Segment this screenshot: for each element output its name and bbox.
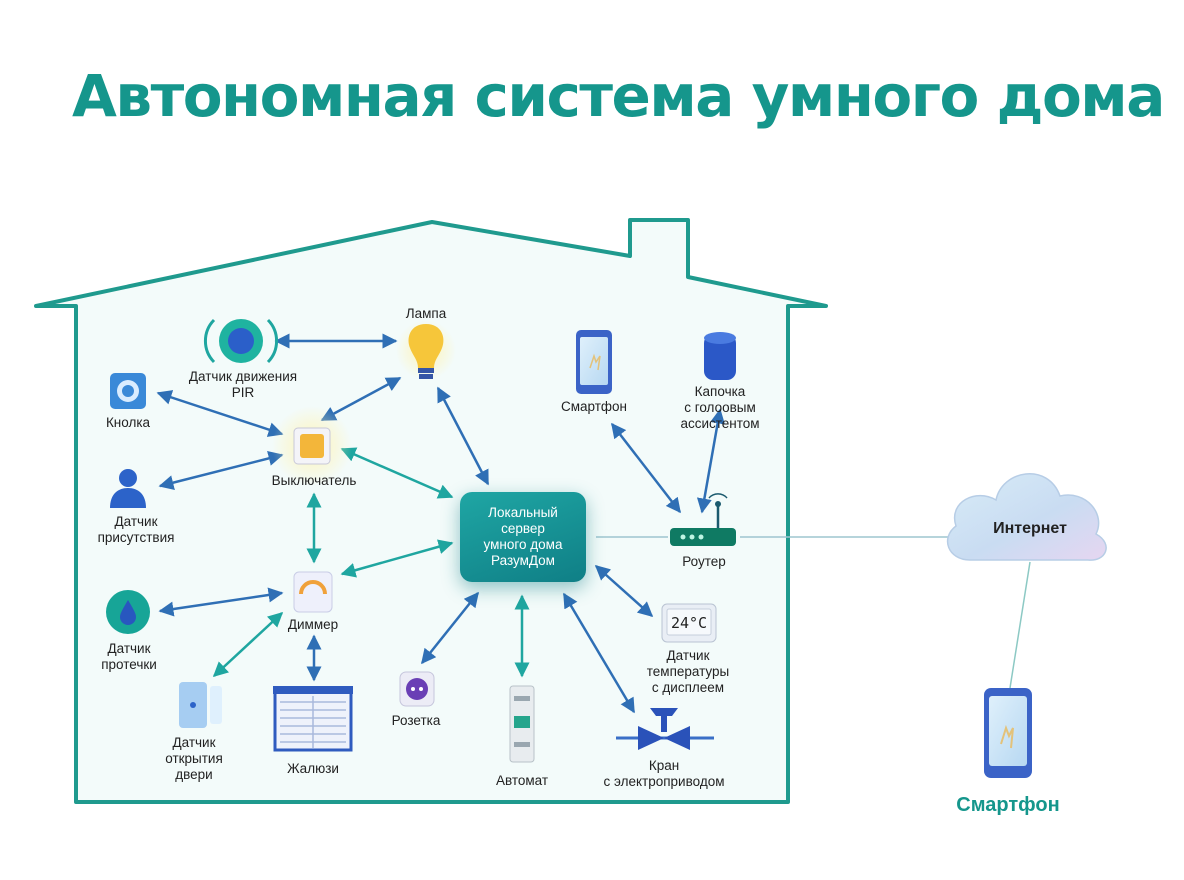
breaker-icon (509, 685, 535, 763)
door-sensor-icon (179, 682, 222, 728)
leak-sensor-icon (106, 590, 150, 634)
label-door: Датчик открытия двери (165, 735, 223, 782)
label-blinds: Жалюзи (287, 761, 339, 776)
arrow-dimmer-leak (158, 587, 284, 617)
label-switch: Выключатель (271, 473, 357, 488)
arrow-button-switch (156, 390, 284, 437)
arrow-lamp-switch (320, 376, 402, 422)
label-presence: Датчик присутствия (97, 514, 175, 545)
lamp-icon (396, 320, 456, 380)
label-leak: Датчик протечки (101, 641, 157, 672)
label-phone-outside: Смартфон (956, 794, 1060, 816)
pir-sensor-icon (203, 318, 279, 364)
dimmer-icon (293, 571, 333, 613)
arrow-server-temp (594, 565, 654, 617)
switch-icon (272, 406, 352, 486)
arrow-server-valve (562, 592, 636, 714)
label-valve: Кран с электроприводом (603, 758, 725, 789)
arrow-dimmer-server (340, 539, 454, 578)
internet-label: Интернет (993, 520, 1067, 537)
arrow-switch-server (340, 447, 454, 499)
label-breaker: Автомат (495, 773, 549, 788)
temperature-display: 24°C (671, 614, 707, 632)
arrow-phone-router (611, 422, 681, 514)
label-socket: Розетка (391, 713, 441, 728)
label-speaker: Капочка с голоовым ассистентом (680, 384, 760, 431)
valve-icon (616, 708, 714, 750)
label-temp-sensor: Датчик температуры с дисплеем (646, 648, 730, 695)
temperature-sensor-icon: 24°C (661, 603, 717, 643)
socket-icon (399, 671, 435, 707)
smartphone-outside-icon (984, 688, 1032, 778)
connection-arrows (156, 333, 726, 714)
smartphone-inside-icon (576, 330, 612, 394)
arrow-lamp-server (436, 386, 490, 486)
arrow-server-socket (421, 591, 479, 665)
presence-person-icon (110, 469, 146, 508)
label-lamp: Лампа (405, 306, 447, 321)
label-pir: Датчик движения PIR (188, 369, 298, 400)
arrow-dimmer-door (212, 611, 284, 678)
cloud-phone-link (1009, 561, 1031, 689)
label-button: Кнолка (105, 415, 151, 430)
label-dimmer: Диммер (287, 617, 339, 632)
internet-cloud-icon (946, 473, 1107, 561)
page-title: Автономная система умного дома (72, 62, 1165, 130)
button-device-icon (110, 373, 146, 409)
label-phone-inside: Смартфон (560, 399, 628, 414)
label-router: Роутер (682, 554, 726, 569)
arrow-switch-presence (158, 451, 284, 490)
blinds-icon (273, 686, 353, 752)
smart-speaker-icon (704, 332, 736, 380)
local-server-box: Локальный сервер умного дома РазумДом (460, 492, 586, 582)
router-icon (670, 493, 736, 546)
arrow-speaker-router (696, 408, 726, 514)
